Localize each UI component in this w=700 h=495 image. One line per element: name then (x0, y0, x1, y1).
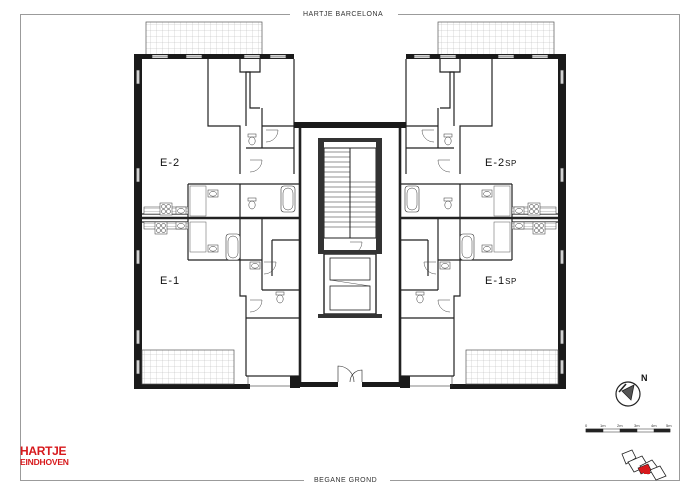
scale-tick-1: 1m (600, 423, 606, 428)
central-core (294, 122, 406, 387)
unit-label-e2: E-2 (160, 157, 180, 169)
unit-name: E-2 (160, 157, 181, 169)
footer-title: BEGANE GROND (310, 476, 382, 485)
logo-line-1: HARTJE (20, 444, 67, 458)
left-building (134, 21, 302, 389)
unit-name: E-1 (160, 275, 181, 287)
scale-tick-0: 0 (585, 423, 588, 428)
frame-bottom-right (390, 480, 680, 481)
compass-icon (615, 381, 641, 407)
scale-tick-5: 5m (666, 423, 672, 428)
frame-top-right (398, 14, 680, 15)
scale-bar (585, 428, 671, 433)
unit-label-e1: E-1 (160, 275, 180, 287)
right-building (398, 21, 566, 389)
unit-name: E-2 (485, 157, 506, 169)
brand-logo: HARTJE EINDHOVEN (20, 444, 69, 468)
scale-tick-3: 3m (634, 423, 640, 428)
key-plan-icon (621, 449, 667, 481)
frame-top-left (20, 14, 290, 15)
logo-line-2: EINDHOVEN (20, 457, 69, 467)
header-title: HARTJE BARCELONA (299, 10, 388, 19)
frame-bottom-left (20, 480, 304, 481)
frame-right (679, 14, 680, 481)
scale-tick-4: 4m (651, 423, 657, 428)
unit-suffix: SP (505, 277, 517, 286)
scale-tick-2: 2m (617, 423, 623, 428)
compass-label: N (641, 373, 648, 383)
unit-label-e1sp: E-1SP (485, 275, 517, 287)
unit-label-e2sp: E-2SP (485, 157, 517, 169)
unit-name: E-1 (485, 275, 506, 287)
frame-left (20, 14, 21, 481)
unit-suffix: SP (505, 159, 517, 168)
